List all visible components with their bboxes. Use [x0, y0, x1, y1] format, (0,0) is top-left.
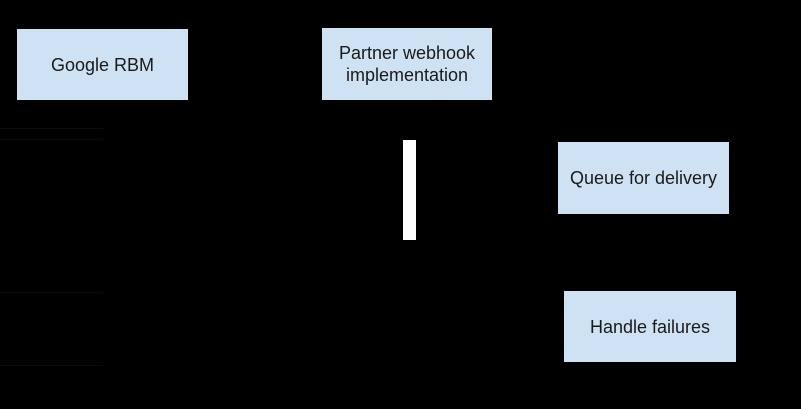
node-handle-failures-label: Handle failures [589, 316, 711, 337]
faint-edge-line [0, 139, 103, 140]
node-partner-webhook-implementation: Partner webhook implementation [322, 28, 492, 100]
node-queue-for-delivery-label: Queue for delivery [569, 168, 718, 188]
node-queue-for-delivery: Queue for delivery [558, 142, 729, 214]
node-google-rbm: Google RBM [17, 29, 188, 100]
node-handle-failures: Handle failures [564, 291, 736, 362]
faint-edge-line [0, 128, 103, 129]
activation-bar [403, 140, 416, 240]
faint-edge-line [0, 365, 103, 366]
node-partner-webhook-implementation-label: Partner webhook implementation [338, 43, 476, 85]
faint-edge-line [0, 292, 103, 293]
node-google-rbm-label: Google RBM [50, 54, 155, 75]
